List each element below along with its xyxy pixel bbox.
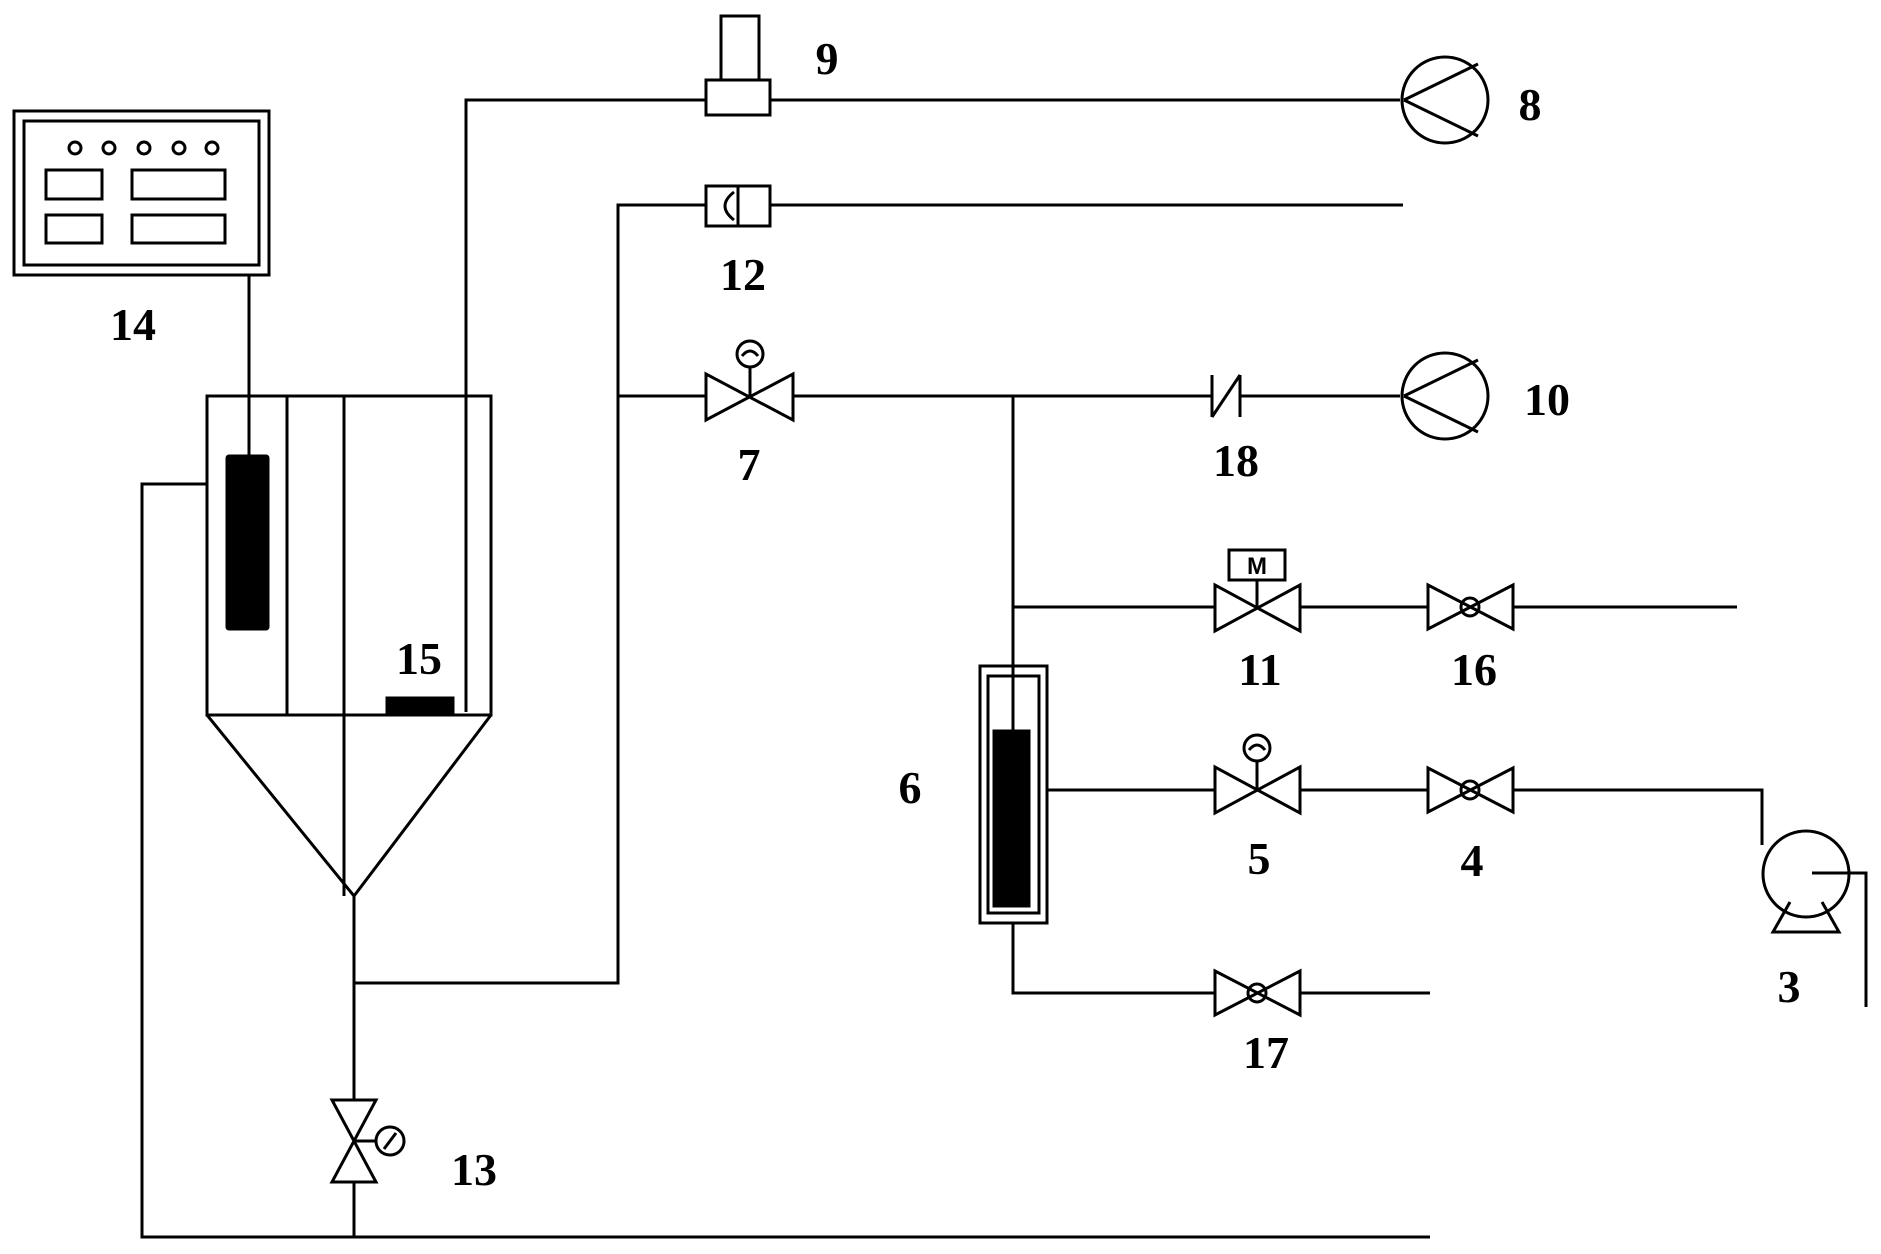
check-valve-18 (1210, 374, 1242, 418)
pipe-branch-17 (1011, 923, 1430, 995)
pipe-riser-to-12 (616, 203, 1403, 396)
label-12: 12 (720, 249, 766, 300)
label-3: 3 (1778, 961, 1801, 1012)
pump-10-icon (1400, 351, 1490, 441)
label-8: 8 (1519, 79, 1542, 130)
motorized-valve-11: M (1213, 548, 1302, 634)
label-7: 7 (738, 439, 761, 490)
pipe-pump-3-suction (1812, 871, 1868, 1007)
pump-3-icon (1761, 829, 1851, 934)
column-6 (978, 664, 1049, 925)
pump-8-icon (1400, 55, 1490, 145)
column-6-packing (992, 729, 1031, 908)
label-5: 5 (1248, 833, 1271, 884)
label-16: 16 (1451, 644, 1497, 695)
valve-11-actuator-text: M (1247, 553, 1267, 580)
pipelines (140, 98, 1868, 1239)
pipe-outlet-to-riser (354, 394, 706, 985)
reactor-vessel (205, 394, 493, 899)
ball-valve-17 (1213, 968, 1302, 1018)
pipe-branch-5-4-3 (1047, 788, 1764, 845)
control-valve-5 (1213, 733, 1302, 816)
controller-panel (12, 109, 271, 277)
bubble-counter-12 (704, 184, 772, 228)
ball-valve-16 (1426, 582, 1515, 632)
label-9: 9 (816, 33, 839, 84)
label-6: 6 (899, 762, 922, 813)
pipe-top-to-9 (464, 98, 706, 712)
pipe-left-loop (140, 482, 1430, 1239)
component-labels: 14 15 13 9 12 7 8 10 18 11 16 6 5 4 3 17 (110, 33, 1801, 1195)
label-10: 10 (1524, 374, 1570, 425)
control-valve-7 (704, 339, 795, 423)
control-valve-13 (329, 1098, 406, 1184)
reactor-electrode (225, 454, 270, 631)
label-13: 13 (451, 1144, 497, 1195)
label-4: 4 (1461, 835, 1484, 886)
label-15: 15 (396, 633, 442, 684)
label-11: 11 (1238, 644, 1281, 695)
label-17: 17 (1243, 1027, 1289, 1078)
label-14: 14 (110, 299, 156, 350)
label-18: 18 (1213, 435, 1259, 486)
flow-meter-9 (704, 14, 772, 117)
ball-valve-4 (1426, 765, 1515, 815)
sensor-15 (385, 696, 455, 716)
